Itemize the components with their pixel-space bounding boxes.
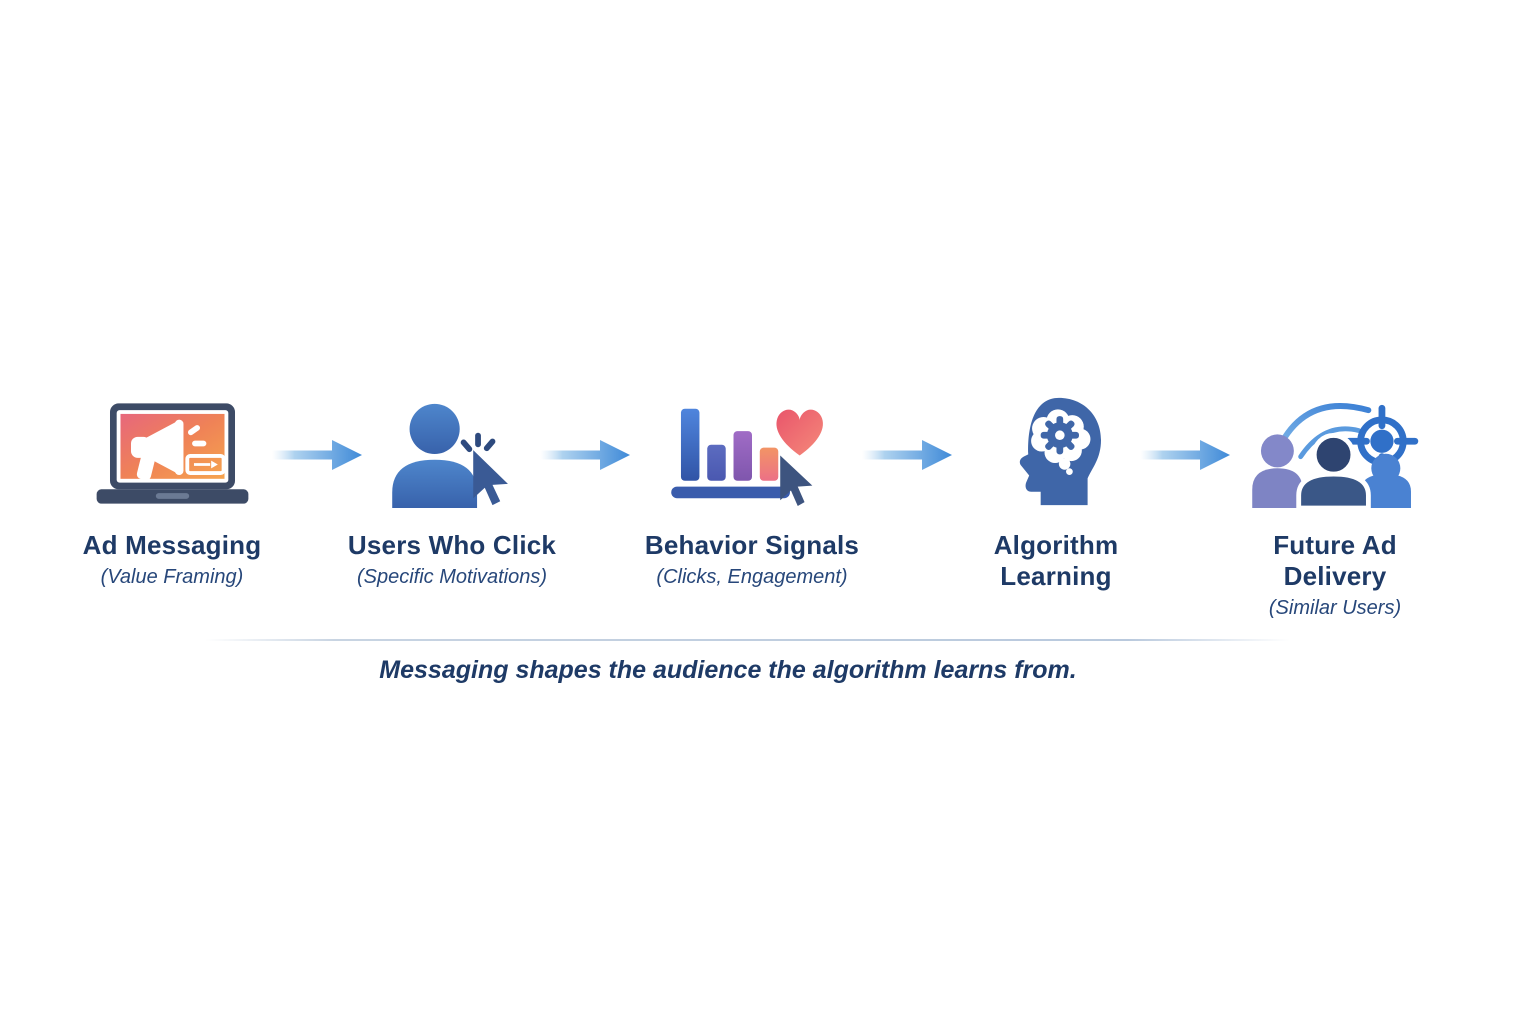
step-subtitle: (Similar Users): [1268, 597, 1402, 619]
step-behavior-signals: Behavior Signals (Clicks, Engagement): [637, 392, 867, 589]
user-click-icon: [337, 392, 567, 508]
flow-arrow-icon: [272, 440, 362, 470]
step-title: Algorithm Learning: [993, 530, 1119, 591]
flow-arrow-icon: [540, 440, 630, 470]
step-future-ad-delivery: Future Ad Delivery (Similar Users): [1220, 392, 1450, 620]
bar-chart-heart-click-icon: [637, 392, 867, 508]
flow-arrow-icon: [1140, 440, 1230, 470]
step-subtitle: (Clicks, Engagement): [656, 566, 848, 588]
laptop-megaphone-icon: [57, 392, 287, 508]
audience-target-icon: [1220, 392, 1450, 508]
step-title: Ad Messaging: [82, 530, 262, 560]
step-subtitle: (Specific Motivations): [356, 566, 548, 588]
head-gear-icon: [941, 392, 1171, 508]
step-subtitle: (Value Framing): [100, 566, 244, 588]
step-users-who-click: Users Who Click (Specific Motivations): [337, 392, 567, 589]
step-title: Behavior Signals: [644, 530, 860, 560]
step-ad-messaging: Ad Messaging (Value Framing): [57, 392, 287, 589]
flow-arrow-icon: [862, 440, 952, 470]
step-title: Users Who Click: [347, 530, 557, 560]
caption-text: Messaging shapes the audience the algori…: [379, 656, 1077, 684]
divider-line: [205, 639, 1290, 641]
step-algorithm-learning: Algorithm Learning: [941, 392, 1171, 597]
step-title: Future Ad Delivery: [1273, 530, 1397, 591]
